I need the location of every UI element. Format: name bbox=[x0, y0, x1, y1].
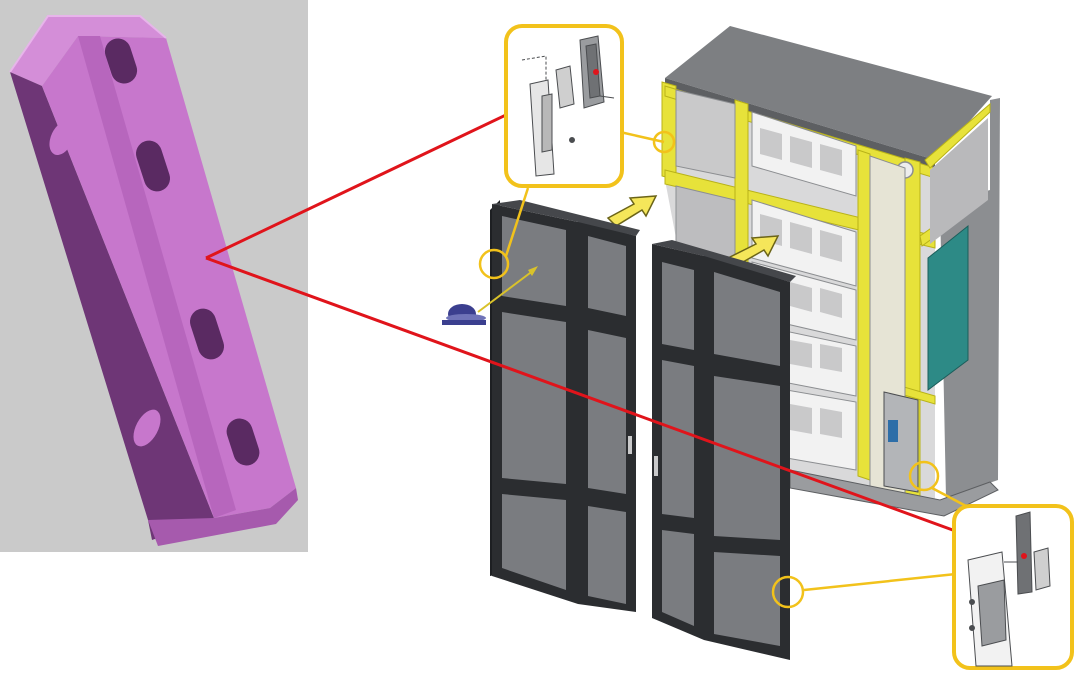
bracket-slots bbox=[104, 38, 260, 466]
callout-endpoint bbox=[1021, 553, 1027, 559]
callout-circle-icon bbox=[908, 460, 940, 492]
frame-right-top bbox=[924, 102, 991, 169]
bracket-inner-face bbox=[10, 72, 214, 540]
slot bbox=[104, 38, 138, 84]
door-glass-panels bbox=[662, 262, 780, 646]
slot bbox=[189, 308, 225, 360]
controller-unit bbox=[883, 391, 919, 493]
controller-display bbox=[888, 420, 898, 442]
cabinet-upper-bay bbox=[675, 89, 736, 179]
bracket-face-shade bbox=[78, 36, 236, 518]
install-arrow-icon bbox=[606, 195, 658, 227]
door-handle bbox=[628, 436, 632, 454]
slot bbox=[135, 140, 171, 192]
bracket-inner-slots bbox=[49, 121, 161, 447]
inset-connectors bbox=[504, 130, 967, 592]
top-hinge-inset bbox=[504, 24, 624, 188]
door-handle bbox=[654, 456, 658, 476]
callout-circle-icon bbox=[478, 248, 510, 280]
door-glass-panels bbox=[502, 216, 626, 604]
connector bbox=[803, 572, 957, 592]
door-top-edge bbox=[652, 240, 796, 282]
connector bbox=[931, 486, 967, 508]
bracket-bottom-flange bbox=[148, 488, 298, 546]
callout-line-bottom bbox=[205, 256, 1025, 558]
frame-post-inner bbox=[857, 149, 871, 481]
logo-mark-icon bbox=[442, 304, 486, 325]
slot bbox=[133, 409, 161, 447]
left-door bbox=[490, 200, 640, 612]
right-door bbox=[652, 240, 796, 660]
hinge-detail-icon bbox=[521, 35, 615, 177]
callout-circle-icon bbox=[771, 575, 805, 609]
cabinet-teal-panel bbox=[927, 224, 969, 391]
hinge-detail-icon bbox=[967, 511, 1051, 667]
cabinet-top bbox=[665, 26, 992, 160]
door-top-edge bbox=[492, 200, 640, 236]
bracket-closeup bbox=[9, 15, 298, 546]
callout-circle-icons bbox=[478, 130, 940, 609]
cabinet-rear-bay bbox=[930, 118, 988, 244]
callout-circle-icon bbox=[652, 130, 676, 154]
pointer-arrow bbox=[477, 269, 535, 313]
connector bbox=[504, 187, 530, 257]
install-arrow-icons bbox=[606, 195, 780, 267]
bracket-edge-highlight bbox=[9, 15, 167, 73]
slot bbox=[49, 121, 75, 155]
slot bbox=[226, 418, 260, 466]
bracket-top-face bbox=[10, 16, 166, 86]
bottom-hinge-inset bbox=[952, 504, 1074, 670]
connector bbox=[619, 130, 665, 144]
callout-endpoint bbox=[593, 69, 599, 75]
pointer-arrow-head bbox=[528, 266, 538, 276]
